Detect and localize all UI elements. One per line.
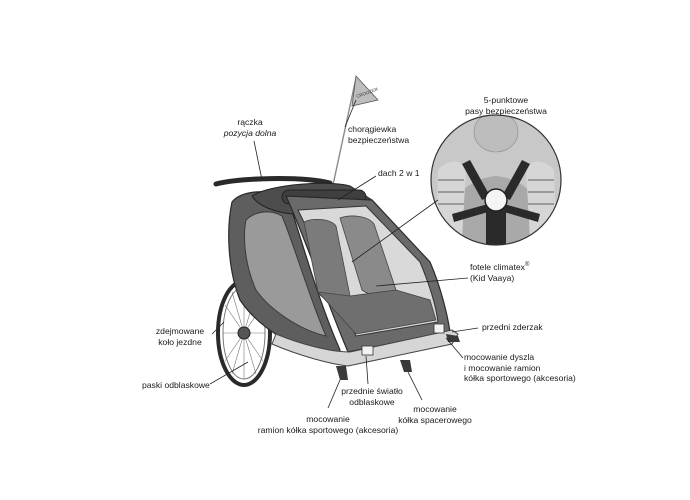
label-jogger-mount-line2: ramion kółka sportowego (akcesoria) (257, 424, 399, 435)
label-front-reflector-line1: przednie światło (341, 386, 403, 396)
label-stroller-mount-line2: kółka spacerowego (398, 414, 472, 425)
reflector-left (361, 345, 374, 356)
label-drawbar-line2: i mocowanie ramion (464, 362, 541, 373)
leader-strips (209, 361, 249, 385)
stroller-mount (400, 360, 412, 372)
buckle-icon (484, 188, 508, 212)
side-window (243, 211, 327, 337)
jogger-mount (336, 366, 348, 380)
label-flag-line2: bezpieczeństwa (348, 134, 410, 145)
registered-mark: ® (524, 262, 530, 269)
leader-jogger (327, 379, 341, 409)
label-seats: fotele climatex® (Kid Vaaya) (470, 262, 529, 283)
label-seats-line2: (Kid Vaaya) (470, 272, 515, 283)
label-handle: rączka pozycja dolna (212, 117, 288, 138)
label-jogger-mount: mocowanie ramion kółka sportowego (akces… (248, 414, 408, 435)
leader-seats (375, 277, 469, 287)
label-drawbar-line3: kółka sportowego (akcesoria) (464, 373, 576, 383)
bottom-tray (271, 329, 459, 367)
label-roof-line1: dach 2 w 1 (378, 168, 420, 178)
reflector-right (433, 323, 445, 334)
label-drawbar: mocowanie dyszla i mocowanie ramion kółk… (464, 352, 576, 384)
label-flag-line1: chorągiewka (348, 124, 397, 134)
leader-roof (337, 175, 377, 201)
label-wheel: zdejmowane koło jezdne (150, 326, 210, 347)
seat-base (316, 289, 437, 335)
label-belts: 5-punktowe pasy bezpieczeństwa (456, 95, 556, 116)
label-belts-line2: pasy bezpieczeństwa (465, 105, 547, 116)
label-jogger-mount-line1: mocowanie (306, 414, 350, 424)
leader-flag (344, 99, 357, 128)
label-wheel-line1: zdejmowane (155, 326, 205, 336)
label-front-reflector-line2: odblaskowe (349, 396, 395, 407)
leader-drawbar (445, 337, 464, 359)
flag-pole (332, 77, 357, 186)
leader-lines (209, 99, 479, 409)
flag-icon (351, 75, 379, 107)
label-wheel-line2: koło jezdne (158, 336, 202, 347)
leader-wheel (211, 321, 225, 335)
leader-stroller (407, 371, 423, 401)
label-flag: chorągiewka bezpieczeństwa (348, 124, 409, 145)
drawbar-mount (446, 334, 460, 342)
label-bumper-line1: przedni zderzak (482, 322, 543, 332)
label-handle-line1: rączka (237, 117, 263, 127)
leader-belts (351, 199, 439, 263)
label-reflect-strips-line1: paski odblaskowe (142, 380, 210, 390)
leader-front-reflector (365, 355, 369, 385)
label-handle-line2: pozycja dolna (223, 127, 277, 138)
belt-inset (430, 114, 562, 246)
label-stroller-mount-line1: mocowanie (413, 404, 457, 414)
label-seats-line1: fotele climatex® (470, 262, 530, 272)
handlebar (213, 176, 333, 187)
label-front-reflector: przednie światło odblaskowe (336, 386, 408, 407)
label-roof: dach 2 w 1 (378, 168, 420, 179)
leader-handle (253, 140, 263, 181)
label-drawbar-line1: mocowanie dyszla (464, 352, 535, 362)
leader-bumper (451, 327, 479, 333)
trailer-illustration: CROOZER (213, 75, 460, 387)
label-reflect-strips: paski odblaskowe (142, 380, 210, 391)
label-belts-line1: 5-punktowe (483, 95, 529, 105)
label-bumper: przedni zderzak (482, 322, 543, 333)
label-stroller-mount: mocowanie kółka spacerowego (390, 404, 480, 425)
